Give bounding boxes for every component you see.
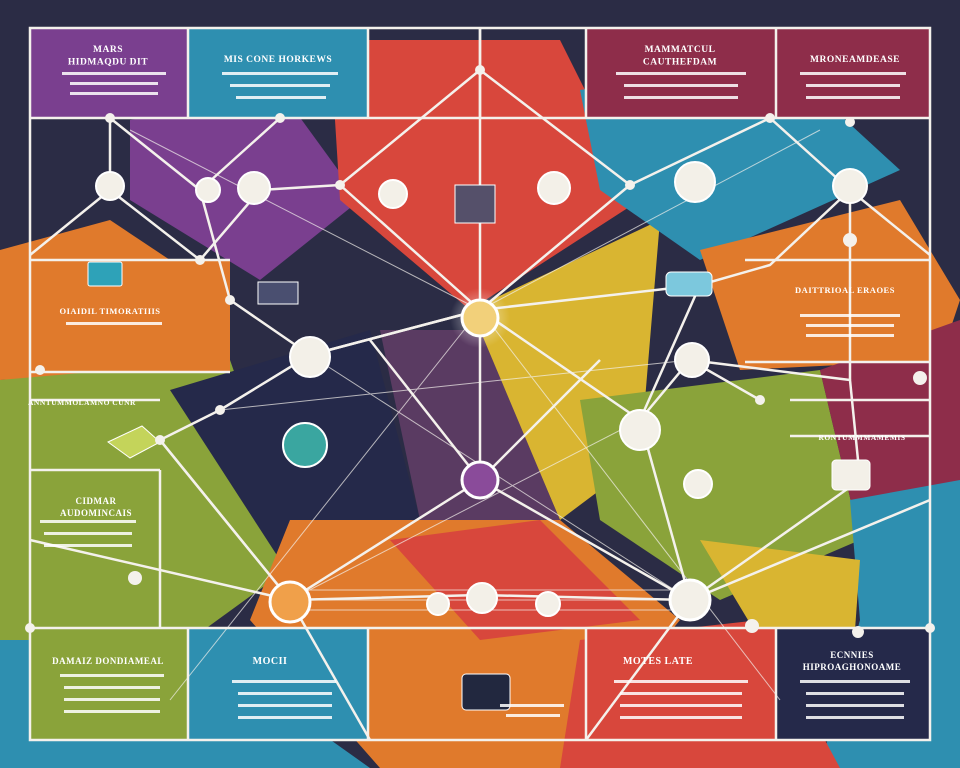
- node-far-right: [832, 168, 868, 204]
- connector-dots: [25, 65, 935, 638]
- node-upper-center-left: [378, 179, 408, 209]
- panel-title-top-right-2: MRONEAMDEASE: [810, 55, 900, 65]
- node-bottom-a: [426, 592, 450, 616]
- globe-icon: [282, 422, 328, 468]
- panel-title-left-band: ANNTUMMOLAMNO CUNR: [28, 398, 136, 407]
- node-right-upper: [674, 342, 710, 378]
- cloud-device-icon: [665, 271, 713, 297]
- phone-icon: [461, 673, 511, 711]
- device-icon-right: [831, 459, 871, 491]
- panel-title-left-lower: AUDOMINCAIS: [60, 508, 132, 518]
- panel-titles: MARS HIDMAQDU DIT MIS CONE HORKEWS MAMMATCU…: [28, 45, 905, 672]
- right-hub-node: [668, 578, 712, 622]
- panel-left-lower: [30, 470, 160, 628]
- central-hub-node: [460, 298, 500, 338]
- network-nodes: [87, 161, 871, 711]
- left-hub-node: [268, 580, 312, 624]
- panel-title-right-band: RONTUMMMAMEMIS: [819, 433, 906, 442]
- panel-bottom-center: [586, 628, 776, 740]
- node-right-mid: [619, 409, 661, 451]
- node-top-right: [674, 161, 716, 203]
- lower-hub-node: [460, 460, 500, 500]
- panel-title-top-left: HIDMAQDU DIT: [68, 58, 148, 68]
- node-bottom-b: [466, 582, 498, 614]
- panel-title-bottom-right: ECNNIES: [830, 650, 874, 660]
- node-upper-left: [237, 171, 271, 205]
- server-icon: [454, 184, 496, 224]
- panel-title-top-right-1: MAMMATCUL: [645, 45, 716, 55]
- panel-title-bottom-center: MOTES LATE: [623, 656, 693, 667]
- panel-title-bottom-left: DAMAIZ DONDIAMEAL: [52, 656, 164, 666]
- filler-text-lines: [40, 72, 910, 719]
- panel-title-top-right-1: CAUTHEFDAM: [643, 58, 717, 68]
- panel-mid-right: [745, 260, 930, 362]
- node-upper-center-right: [537, 171, 571, 205]
- panel-mid-left: [30, 260, 230, 372]
- laptop-icon: [87, 261, 123, 287]
- node-bottom-c: [535, 591, 561, 617]
- panel-title-mid-left: OIAIDIL TIMORATIIIS: [59, 306, 160, 316]
- panel-title-bottom-center-left: MOCII: [253, 656, 288, 667]
- node-upper-left-small: [195, 177, 221, 203]
- panel-title-left-lower: CIDMAR: [76, 496, 117, 506]
- panel-bottom-right: [776, 628, 930, 740]
- node-lower-right: [683, 469, 713, 499]
- router-icon: [257, 281, 299, 305]
- panel-title-top-left: MARS: [93, 45, 123, 55]
- node-left-edge: [95, 171, 125, 201]
- panel-title-bottom-right: HIPROAGHONOAME: [803, 662, 902, 672]
- panel-title-mid-right: DAITTRIOAL ERAOES: [795, 285, 895, 295]
- panel-bottom-left: [30, 628, 188, 740]
- panel-title-top-center: MIS CONE HORKEWS: [224, 55, 332, 65]
- panel-bottom-center-left: [188, 628, 368, 740]
- node-left-mid: [289, 336, 331, 378]
